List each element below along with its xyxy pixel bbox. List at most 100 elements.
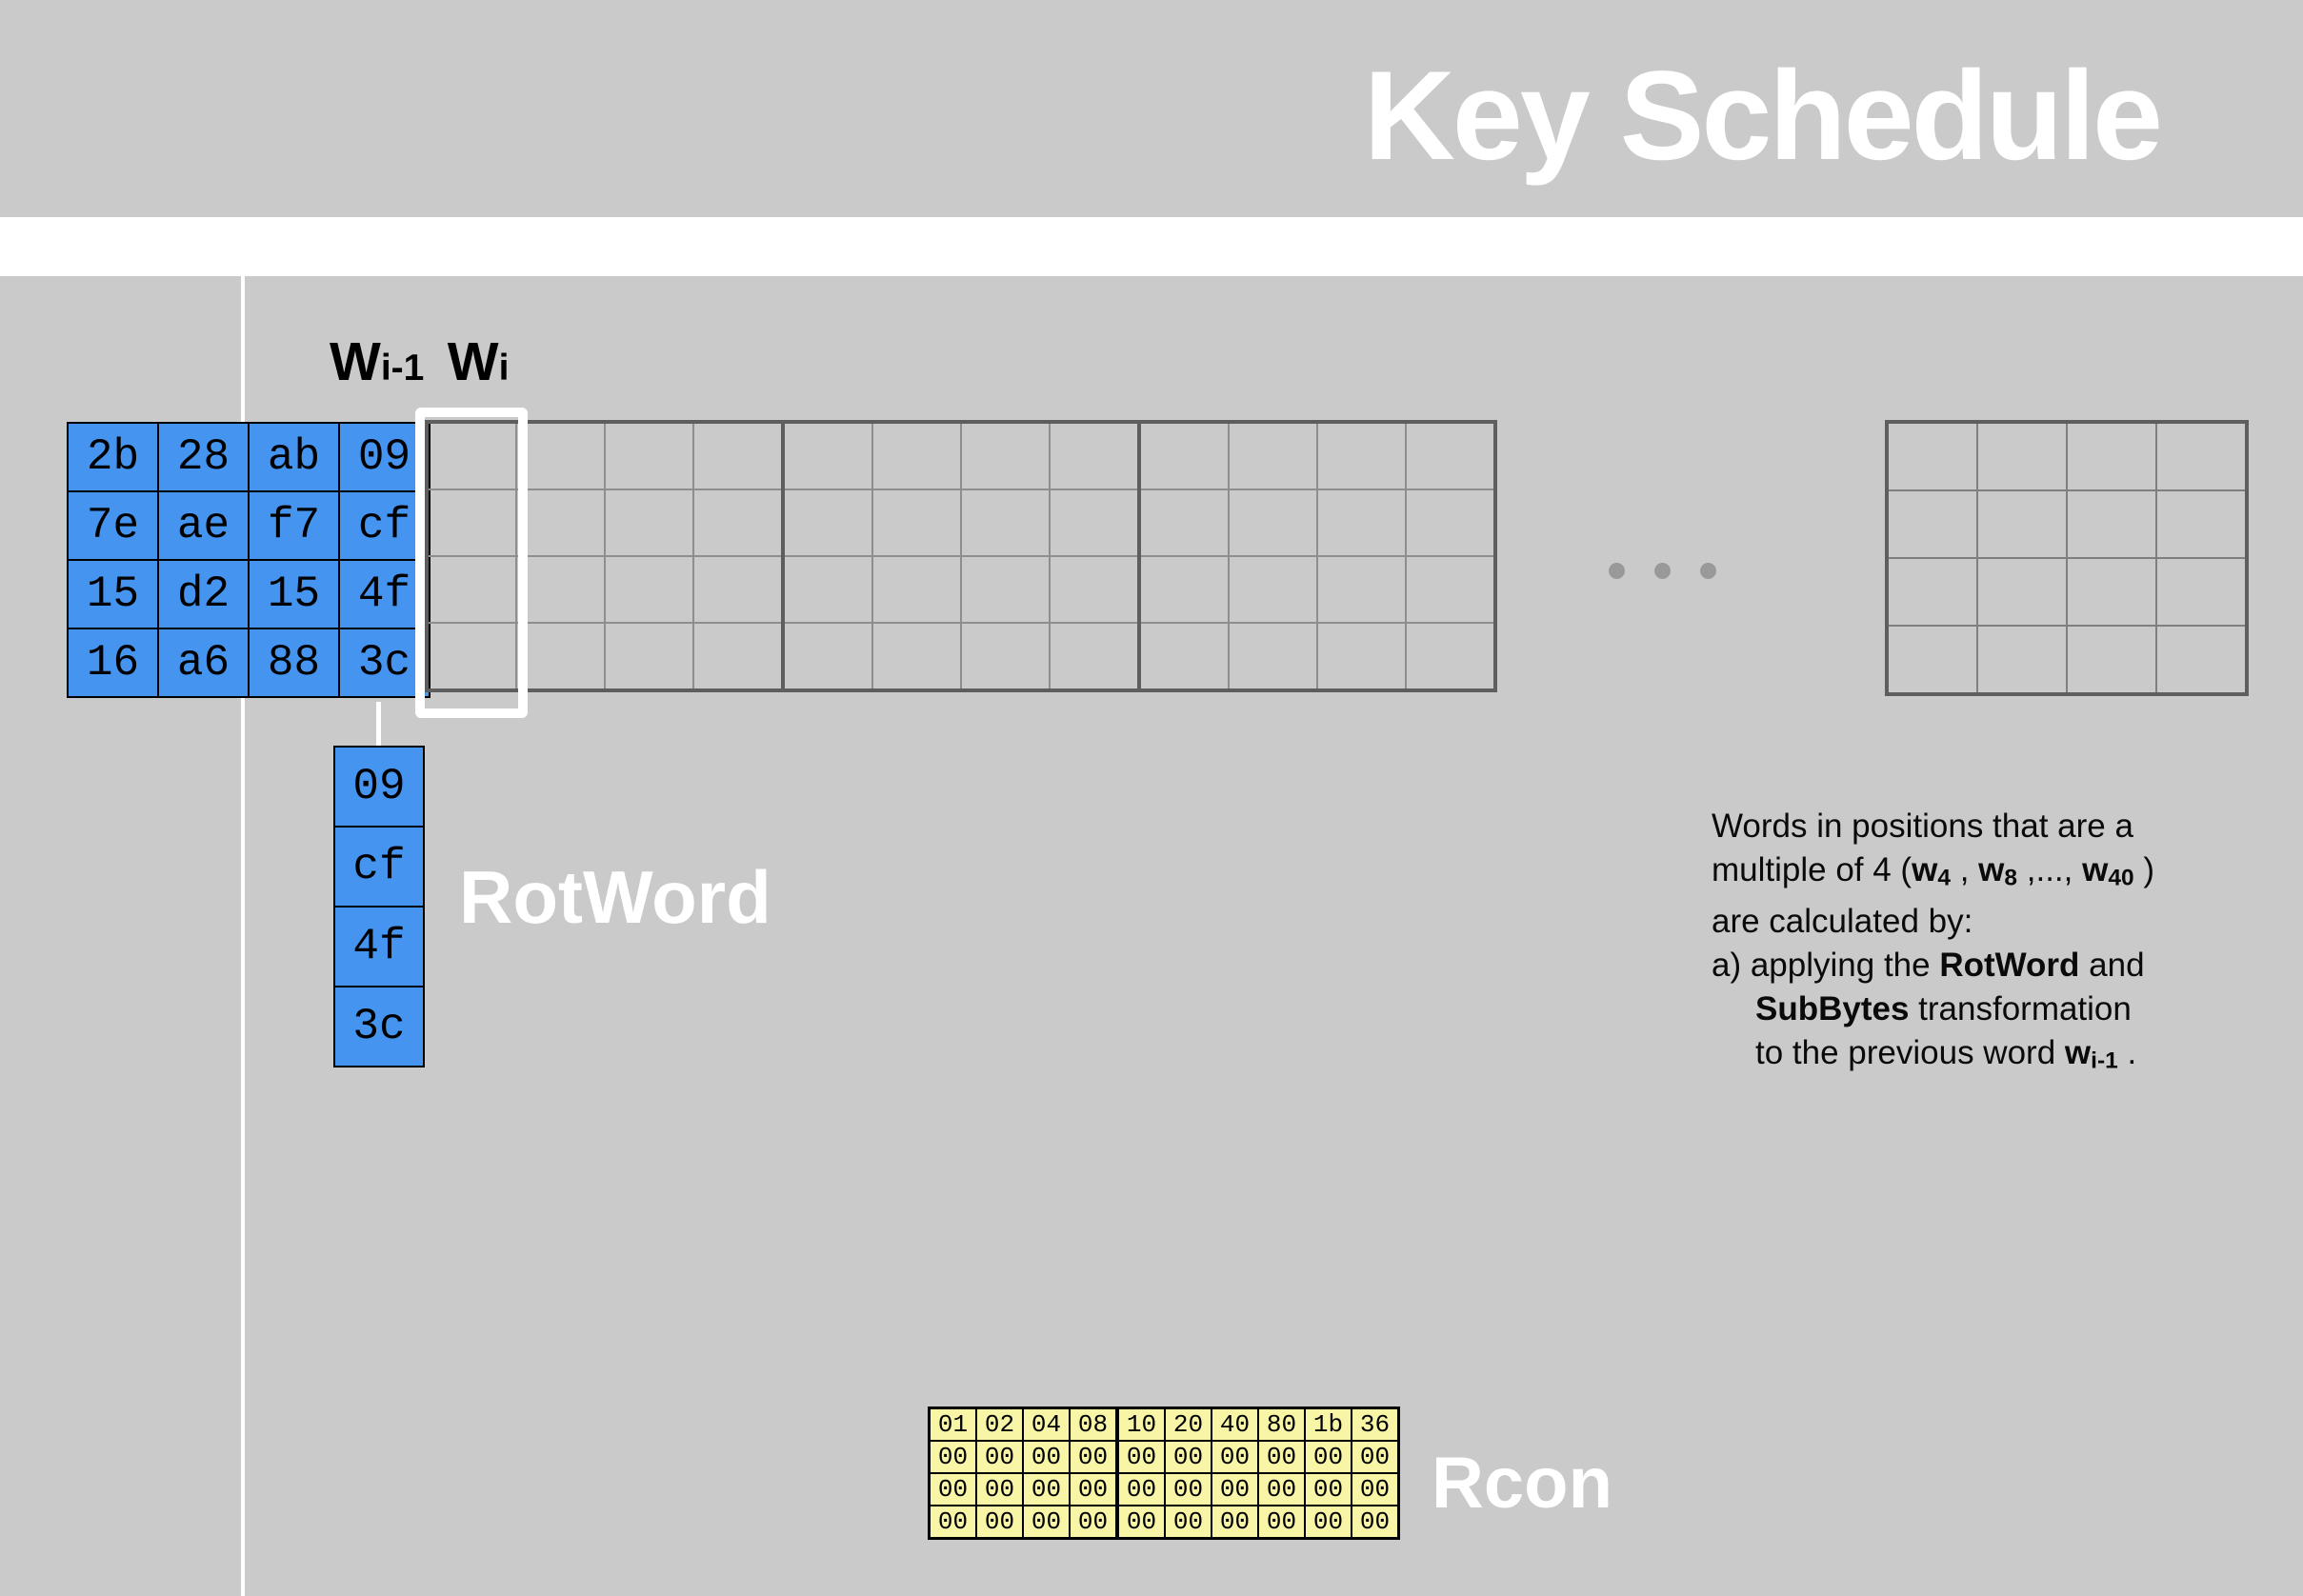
key-grid-cell: 88 bbox=[248, 628, 340, 698]
rotword-cell-row: 3c bbox=[333, 986, 425, 1067]
rotword-cell: 4f bbox=[333, 906, 425, 988]
empty-final-cell-row bbox=[1886, 557, 2248, 627]
left-vertical-rule bbox=[241, 276, 245, 1596]
note-segment: SubBytes bbox=[1755, 990, 1910, 1028]
note-segment: ) bbox=[2133, 851, 2154, 888]
empty-word-cell bbox=[781, 555, 873, 624]
w-curr-subscript: i bbox=[498, 348, 510, 389]
empty-word-cell bbox=[781, 421, 873, 490]
rcon-cell: 00 bbox=[1211, 1440, 1259, 1474]
note-segment: 4 bbox=[1937, 865, 1951, 891]
empty-word-cell bbox=[1137, 622, 1230, 691]
rcon-cell: 00 bbox=[1069, 1472, 1118, 1506]
rcon-cell: 20 bbox=[1164, 1406, 1212, 1442]
rcon-cell: 00 bbox=[975, 1472, 1024, 1506]
empty-word-cell bbox=[1137, 421, 1230, 490]
note-segment: w bbox=[1912, 851, 1938, 888]
rcon-cell: 00 bbox=[1115, 1472, 1166, 1506]
rcon-cell: 00 bbox=[928, 1505, 977, 1540]
empty-word-cell bbox=[960, 489, 1051, 557]
empty-final-cell bbox=[2066, 489, 2157, 559]
empty-word-cell bbox=[871, 555, 962, 624]
empty-word-cell-row bbox=[426, 622, 1496, 691]
empty-word-cell-row bbox=[426, 489, 1496, 557]
key-grid-cell: 3c bbox=[338, 628, 431, 698]
rcon-cell: 00 bbox=[1304, 1440, 1352, 1474]
empty-word-cell bbox=[426, 555, 517, 624]
empty-word-cell bbox=[1049, 555, 1140, 624]
w-prev-base: W bbox=[330, 331, 381, 392]
rotword-cell: 3c bbox=[333, 986, 425, 1067]
rcon-cell: 00 bbox=[1022, 1472, 1071, 1506]
note-line: SubBytes transformation bbox=[1712, 988, 2245, 1031]
note-segment: to the previous word bbox=[1755, 1034, 2065, 1072]
empty-word-cell bbox=[426, 489, 517, 557]
note-segment: Words in positions that are a bbox=[1712, 808, 2133, 845]
empty-word-cell bbox=[1228, 489, 1318, 557]
empty-word-cell bbox=[781, 622, 873, 691]
note-line: multiple of 4 (w4 , w8 ,..., w40 ) bbox=[1712, 848, 2245, 900]
empty-word-cell bbox=[1228, 421, 1318, 490]
rcon-cell: 00 bbox=[1211, 1472, 1259, 1506]
rcon-cell: 00 bbox=[928, 1440, 977, 1474]
rcon-cell: 00 bbox=[975, 1440, 1024, 1474]
key-grid-cell: f7 bbox=[248, 490, 340, 561]
note-line: Words in positions that are a bbox=[1712, 805, 2245, 848]
ellipsis-dot bbox=[1654, 563, 1671, 579]
empty-word-cell bbox=[692, 489, 784, 557]
empty-final-cell bbox=[1976, 625, 2068, 695]
note-segment: and bbox=[2079, 947, 2145, 985]
page-title: Key Schedule bbox=[1363, 46, 2163, 187]
ellipsis-dot bbox=[1700, 563, 1716, 579]
key-grid-cell: cf bbox=[338, 490, 431, 561]
rcon-cell: 02 bbox=[975, 1406, 1024, 1442]
note-line: to the previous word wi-1 . bbox=[1712, 1031, 2245, 1083]
rcon-cell: 08 bbox=[1069, 1406, 1118, 1442]
rcon-cell: 00 bbox=[1164, 1505, 1212, 1540]
rcon-cell: 00 bbox=[1164, 1440, 1212, 1474]
note-line: a) applying the RotWord and bbox=[1712, 944, 2245, 988]
rcon-cell: 00 bbox=[975, 1505, 1024, 1540]
rcon-cell: 00 bbox=[1069, 1440, 1118, 1474]
empty-word-cell bbox=[960, 622, 1051, 691]
empty-final-cell bbox=[1886, 625, 1978, 695]
rotword-cell-row: 4f bbox=[333, 906, 425, 988]
empty-word-cell bbox=[1405, 421, 1496, 490]
rcon-cell: 00 bbox=[1304, 1505, 1352, 1540]
empty-final-cell bbox=[1976, 421, 2068, 491]
final-words-grid-body bbox=[1886, 421, 2248, 695]
empty-word-cell bbox=[604, 489, 694, 557]
key-grid-cell: 16 bbox=[67, 628, 159, 698]
wi-column-highlight bbox=[415, 408, 528, 718]
rcon-cell: 00 bbox=[1257, 1440, 1306, 1474]
rcon-cell: 00 bbox=[1351, 1440, 1400, 1474]
note-segment: a) applying the bbox=[1712, 947, 1940, 985]
rcon-cell: 00 bbox=[1257, 1505, 1306, 1540]
empty-final-cell bbox=[1886, 489, 1978, 559]
header-divider-band bbox=[0, 217, 2303, 276]
empty-word-cell-row bbox=[426, 555, 1496, 624]
rcon-cell: 00 bbox=[1022, 1440, 1071, 1474]
empty-word-cell bbox=[1316, 489, 1407, 557]
rcon-cell: 00 bbox=[928, 1472, 977, 1506]
rcon-cell: 36 bbox=[1351, 1406, 1400, 1442]
empty-word-cell bbox=[515, 489, 606, 557]
rcon-cell: 00 bbox=[1022, 1505, 1071, 1540]
empty-word-cell bbox=[1049, 489, 1140, 557]
empty-word-cell bbox=[871, 622, 962, 691]
rcon-cell: 00 bbox=[1211, 1505, 1259, 1540]
empty-final-cell bbox=[2155, 625, 2248, 695]
empty-word-cell bbox=[871, 489, 962, 557]
rcon-cell: 00 bbox=[1257, 1472, 1306, 1506]
empty-final-cell bbox=[2155, 557, 2248, 627]
key-grid-cell: 7e bbox=[67, 490, 159, 561]
empty-word-cell bbox=[1137, 489, 1230, 557]
